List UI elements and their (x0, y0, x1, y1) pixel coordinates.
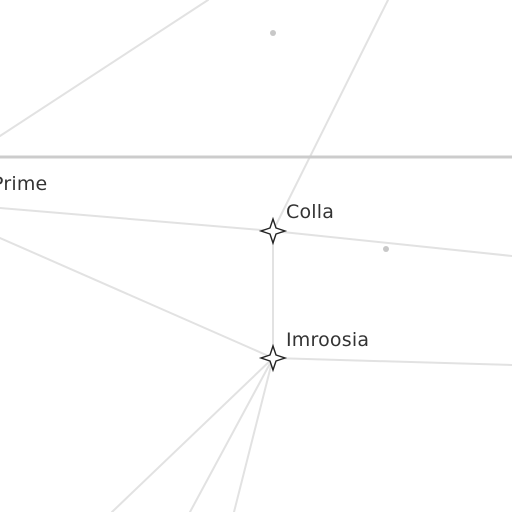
poi-dot[interactable] (383, 246, 389, 252)
system-label-prime[interactable]: Prime (0, 173, 47, 195)
route-line (272, 0, 389, 232)
route-line (272, 230, 512, 257)
system-label-colla[interactable]: Colla (286, 201, 334, 223)
four-point-star-icon[interactable] (258, 343, 288, 373)
system-colla[interactable]: Colla (258, 201, 334, 246)
route-line (272, 357, 512, 366)
route-line (0, 237, 274, 359)
route-line (0, 0, 209, 137)
poi-dot[interactable] (270, 30, 276, 36)
route-line (0, 207, 274, 232)
four-point-star-icon[interactable] (258, 216, 288, 246)
system-label-imroosia[interactable]: Imroosia (286, 329, 369, 351)
route-line (233, 357, 274, 512)
system-imroosia[interactable]: Imroosia (258, 329, 369, 373)
route-line (189, 357, 274, 512)
route-line (111, 357, 274, 512)
